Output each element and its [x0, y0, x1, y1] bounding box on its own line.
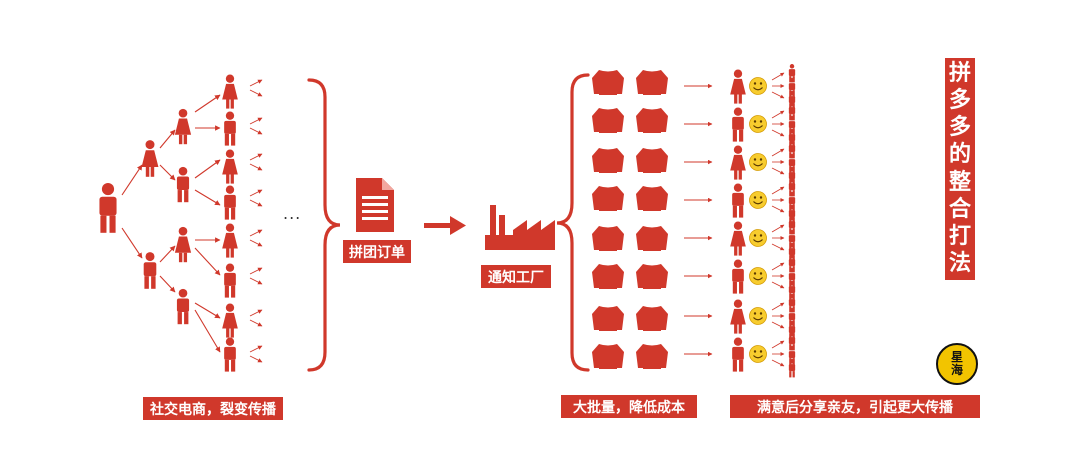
small-arrows	[249, 79, 263, 363]
woman-icon	[222, 149, 238, 184]
woman-icon	[222, 303, 238, 338]
delivery-arrows	[684, 83, 713, 357]
title-char: 拼	[948, 61, 971, 87]
person-icon	[224, 337, 236, 372]
factory-icon	[485, 205, 555, 250]
sweater-icon	[636, 264, 668, 289]
label-satisfied-share: 满意后分享亲友，引起更大传播	[730, 395, 980, 418]
customer-column	[730, 69, 746, 372]
person-icon	[224, 263, 236, 298]
vertical-title: 拼 多 多 的 整 合 打 法	[945, 58, 975, 280]
smile-emoji-icon	[748, 190, 768, 210]
woman-icon	[222, 223, 238, 258]
sweater-icon	[636, 226, 668, 251]
brand-char: 海	[950, 363, 963, 377]
person-icon	[224, 185, 236, 220]
arrow-icon	[424, 216, 466, 235]
document-icon	[356, 178, 394, 232]
sweater-icon	[636, 108, 668, 133]
label-bulk-cost: 大批量，降低成本	[561, 395, 697, 418]
sweater-icon	[592, 344, 624, 369]
sweater-icon	[592, 306, 624, 331]
sweater-icon	[592, 108, 624, 133]
sweater-icon	[592, 264, 624, 289]
woman-icon	[174, 226, 192, 263]
ellipsis: ...	[283, 204, 302, 223]
sweater-icon	[592, 226, 624, 251]
woman-icon	[730, 145, 746, 180]
woman-icon	[730, 221, 746, 256]
person-icon	[176, 166, 190, 203]
title-char: 合	[948, 196, 971, 222]
person-icon	[176, 288, 190, 325]
smile-emoji-icon	[748, 114, 768, 134]
sweater-icon	[636, 70, 668, 95]
tree-arrows	[121, 94, 221, 353]
woman-icon	[730, 69, 746, 104]
woman-icon	[141, 140, 159, 177]
person-icon	[99, 183, 117, 233]
sweater-icon	[592, 148, 624, 173]
spread-people	[788, 64, 796, 378]
title-char: 多	[948, 115, 971, 141]
smile-emoji-icon	[748, 228, 768, 248]
smile-emoji-icon	[748, 76, 768, 96]
label-group-order: 拼团订单	[343, 240, 411, 263]
title-char: 整	[948, 169, 971, 195]
person-icon	[732, 107, 744, 142]
spread-arrows	[771, 72, 785, 367]
sweater-icon	[636, 186, 668, 211]
woman-icon	[174, 108, 192, 145]
person-icon	[143, 252, 157, 289]
sweater-icon	[636, 148, 668, 173]
fission-tree	[99, 74, 263, 372]
sweater-icon	[636, 306, 668, 331]
brace-icon	[556, 73, 590, 372]
title-char: 的	[948, 142, 971, 168]
sweater-icon	[636, 344, 668, 369]
label-notify-factory: 通知工厂	[481, 265, 551, 288]
brand-char: 星	[950, 350, 963, 365]
sweater-grid	[592, 70, 668, 369]
smile-emoji-icon	[748, 266, 768, 286]
title-char: 法	[948, 250, 971, 276]
smile-column	[748, 76, 768, 364]
title-char: 多	[948, 88, 971, 114]
woman-icon	[730, 299, 746, 334]
person-icon	[732, 259, 744, 294]
person-icon	[224, 111, 236, 146]
person-icon	[732, 183, 744, 218]
brand-seal: 星 海	[936, 343, 978, 385]
smile-emoji-icon	[748, 344, 768, 364]
smile-emoji-icon	[748, 306, 768, 326]
label-social-commerce: 社交电商，裂变传播	[143, 397, 283, 420]
sweater-icon	[592, 70, 624, 95]
sweater-icon	[592, 186, 624, 211]
brace-icon	[307, 78, 341, 372]
woman-icon	[222, 74, 238, 109]
title-char: 打	[948, 223, 971, 249]
person-icon	[732, 337, 744, 372]
smile-emoji-icon	[748, 152, 768, 172]
